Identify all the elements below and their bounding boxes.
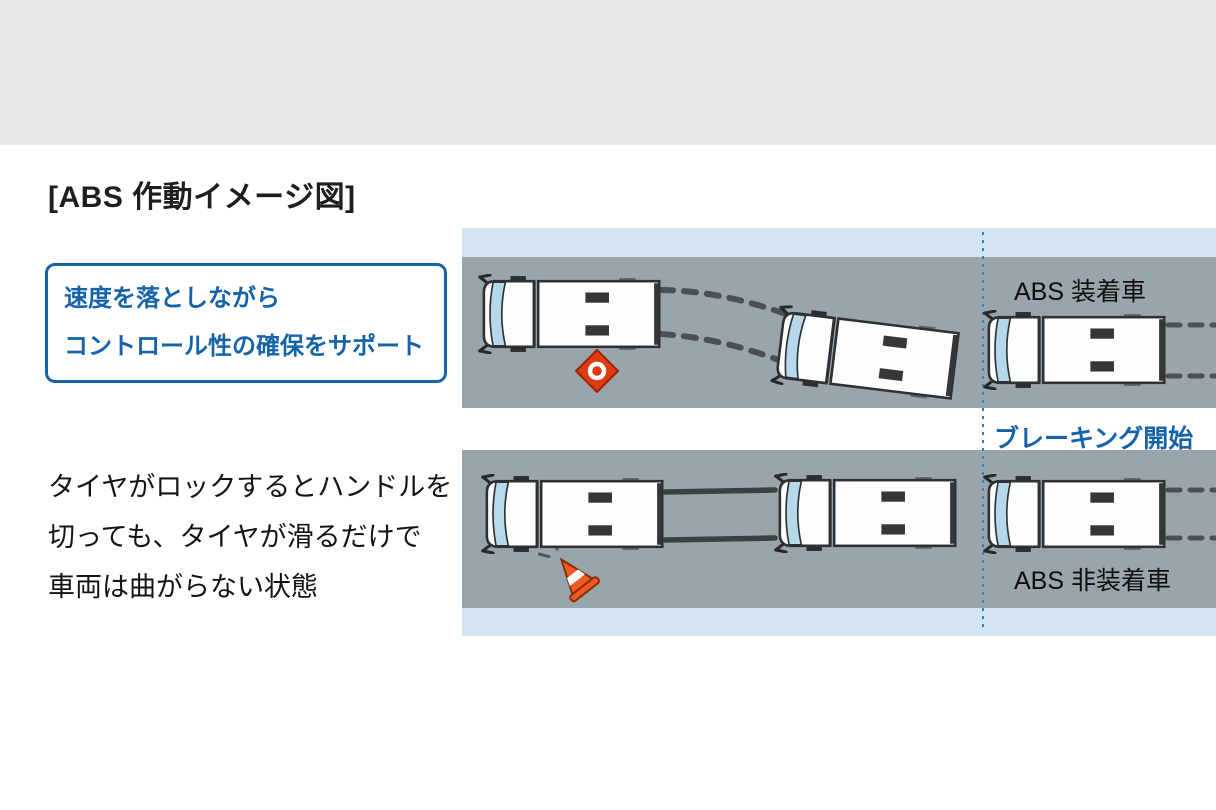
abs-callout-box: 速度を落としながら コントロール性の確保をサポート bbox=[45, 263, 447, 383]
braking-start-label: ブレーキング開始 bbox=[994, 425, 1194, 453]
description-line-1: タイヤがロックするとハンドルを bbox=[48, 472, 453, 502]
truck-abs-avoided bbox=[478, 274, 661, 354]
truck-noabs-skidding bbox=[774, 473, 957, 553]
roadside-strip-bottom bbox=[462, 608, 1216, 636]
abs-equipped-label: ABS 装着車 bbox=[1014, 278, 1146, 306]
no-abs-description: タイヤがロックするとハンドルを 切っても、タイヤが滑るだけで 車両は曲がらない状… bbox=[48, 462, 452, 612]
abs-not-equipped-label: ABS 非装着車 bbox=[1014, 567, 1171, 595]
callout-line-2: コントロール性の確保をサポート bbox=[64, 333, 424, 360]
tire-tracks-bottom-right bbox=[1165, 487, 1216, 541]
truck-noabs-braking-start bbox=[983, 474, 1166, 554]
callout-line-1: 速度を落としながら bbox=[64, 285, 280, 312]
skid-marks-locked-wheels bbox=[662, 487, 778, 543]
description-line-3: 車両は曲がらない状態 bbox=[48, 572, 318, 602]
description-line-2: 切っても、タイヤが滑るだけで bbox=[48, 522, 422, 552]
abs-diagram: ABS 装着車 ブレーキング開始 ABS 非装着車 bbox=[462, 228, 1216, 636]
abs-diagram-graphic bbox=[462, 228, 1216, 636]
page-title: [ABS 作動イメージ図] bbox=[48, 181, 356, 214]
truck-abs-braking-start bbox=[983, 310, 1166, 390]
hazard-diamond-icon bbox=[574, 348, 620, 394]
roadside-strip-top bbox=[462, 228, 1216, 257]
tire-tracks-top-right bbox=[1165, 322, 1216, 379]
truck-noabs-collision-course bbox=[481, 474, 664, 554]
top-gray-band bbox=[0, 0, 1216, 145]
